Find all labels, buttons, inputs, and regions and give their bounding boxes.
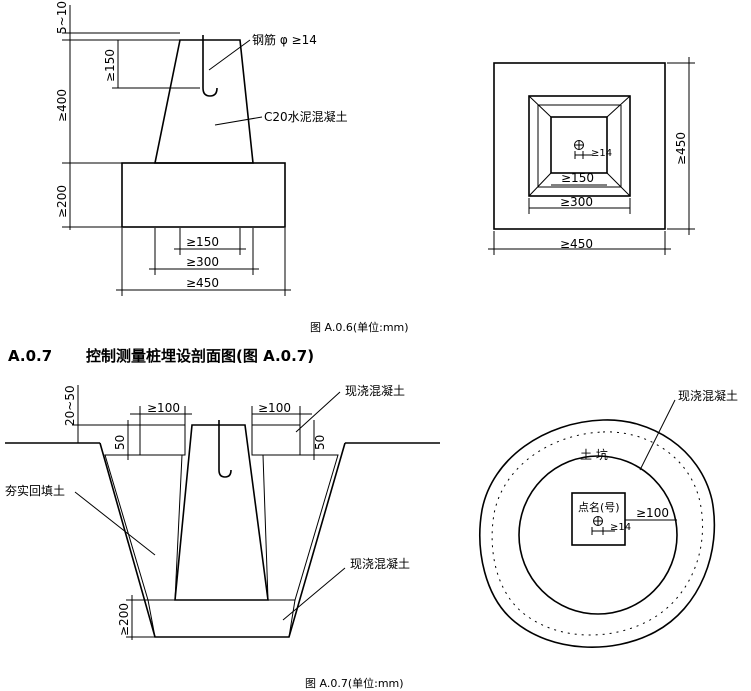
section-number: A.0.7 — [8, 347, 52, 365]
dim-top-width: ≥150 — [186, 235, 219, 249]
dim-rebar-len: ≥150 — [103, 49, 117, 82]
fig6-plan — [488, 57, 695, 255]
concrete-label: C20水泥混凝土 — [264, 109, 348, 124]
fig6-vertical-dims — [62, 5, 200, 230]
pillar-section — [174, 424, 269, 601]
fig7-caption: 图 A.0.7(单位:mm) — [305, 676, 404, 690]
label-backfill: 夯实回填土 — [5, 483, 65, 498]
leader-cast-plan — [639, 399, 676, 471]
fig6-horizontal-dims — [116, 228, 291, 296]
label-cast-top: 现浇混凝土 — [345, 383, 405, 398]
dim-left-cap: 50 — [113, 435, 127, 450]
dim-upper-height: ≥400 — [55, 89, 69, 122]
leader-cast-top — [295, 391, 341, 433]
rebar-leader — [208, 39, 251, 71]
plan7-gap-dim: ≥100 — [636, 506, 669, 520]
leader-cast-bottom — [282, 567, 346, 621]
pit-outline — [479, 419, 716, 648]
concrete-bottom — [147, 599, 296, 638]
dim-mid-width: ≥300 — [186, 255, 219, 269]
dim-right-gap: ≥100 — [258, 401, 291, 415]
cap-right — [251, 424, 301, 456]
rebar-hook — [202, 35, 218, 97]
plan-post — [571, 492, 626, 546]
plan-inner-dim: ≥150 — [561, 171, 594, 185]
section-title: 控制测量桩埋设剖面图(图 A.0.7) — [86, 347, 314, 365]
fig6-caption: 图 A.0.6(单位:mm) — [310, 320, 409, 334]
dim-base-width: ≥450 — [186, 276, 219, 290]
label-cast-bottom: 现浇混凝土 — [350, 556, 410, 571]
dim-base-height: ≥200 — [55, 185, 69, 218]
pit-hatch — [491, 431, 704, 636]
plan-outer-height-dim: ≥450 — [674, 132, 688, 165]
rebar-label: 钢筋 φ ≥14 — [252, 32, 317, 47]
cap-left — [139, 424, 186, 456]
plan-outer-width-dim: ≥450 — [560, 237, 593, 251]
backfill-left — [104, 454, 183, 601]
leader-backfill — [74, 491, 156, 556]
pillar-base — [121, 162, 286, 228]
dim-top-gap: 5~10 — [55, 1, 69, 34]
label-pit: 土 坑 — [580, 447, 608, 462]
dim-bottom-thick: ≥200 — [117, 603, 131, 636]
plan7-rebar-dim: ≥14 — [610, 522, 631, 533]
fig7-section — [5, 385, 440, 640]
fig7-plan — [479, 399, 716, 648]
plan-mid-dim: ≥300 — [560, 195, 593, 209]
rebar-hook-section — [218, 420, 232, 478]
dim-left-gap: ≥100 — [147, 401, 180, 415]
plan-rebar-dim: ≥14 — [591, 148, 612, 159]
label-point-name: 点名(号) — [578, 500, 620, 514]
pillar-upper — [154, 39, 254, 164]
dim-depth: 20~50 — [63, 385, 77, 426]
backfill-right — [262, 454, 339, 601]
concrete-ring — [518, 455, 678, 615]
dim-right-cap: 50 — [313, 435, 327, 450]
fig6-elevation — [121, 35, 286, 228]
label-cast-plan: 现浇混凝土 — [678, 388, 738, 403]
concrete-leader — [214, 116, 263, 126]
